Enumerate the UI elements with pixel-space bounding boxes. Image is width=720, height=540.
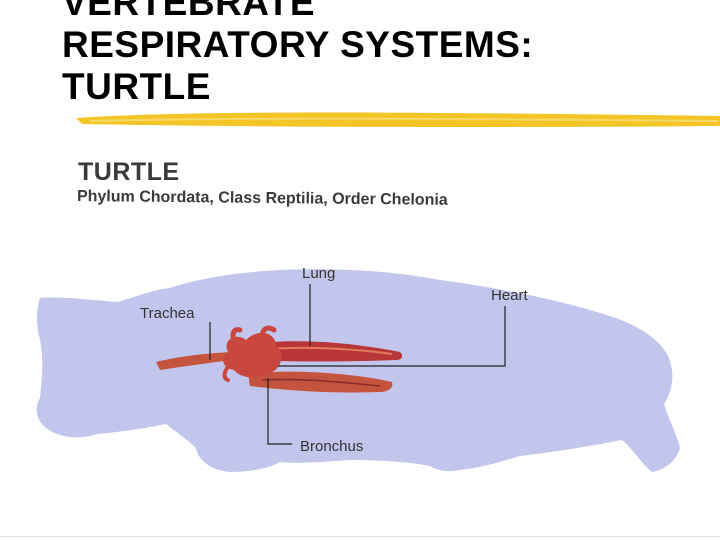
footer-divider xyxy=(0,536,720,537)
slide-title-line-2: RESPIRATORY SYSTEMS: xyxy=(62,24,534,65)
bronchus-leader-line xyxy=(267,378,292,445)
turtle-silhouette xyxy=(36,269,680,472)
slide-title-line-3: TURTLE xyxy=(62,66,211,107)
heart-label: Heart xyxy=(491,287,529,304)
bronchus-label: Bronchus xyxy=(300,438,363,455)
heart-leader-line xyxy=(278,306,506,367)
lower-lung-organ xyxy=(248,371,393,393)
lung-label: Lung xyxy=(302,265,335,282)
figure-heading: TURTLE xyxy=(78,158,180,186)
trachea-label: Trachea xyxy=(140,305,195,322)
slide-title-line-1: VERTEBRATE xyxy=(62,0,316,23)
lung-organ xyxy=(244,341,403,362)
slide-title: VERTEBRATE RESPIRATORY SYSTEMS: TURTLE xyxy=(62,0,702,108)
trachea-tube xyxy=(156,352,246,370)
